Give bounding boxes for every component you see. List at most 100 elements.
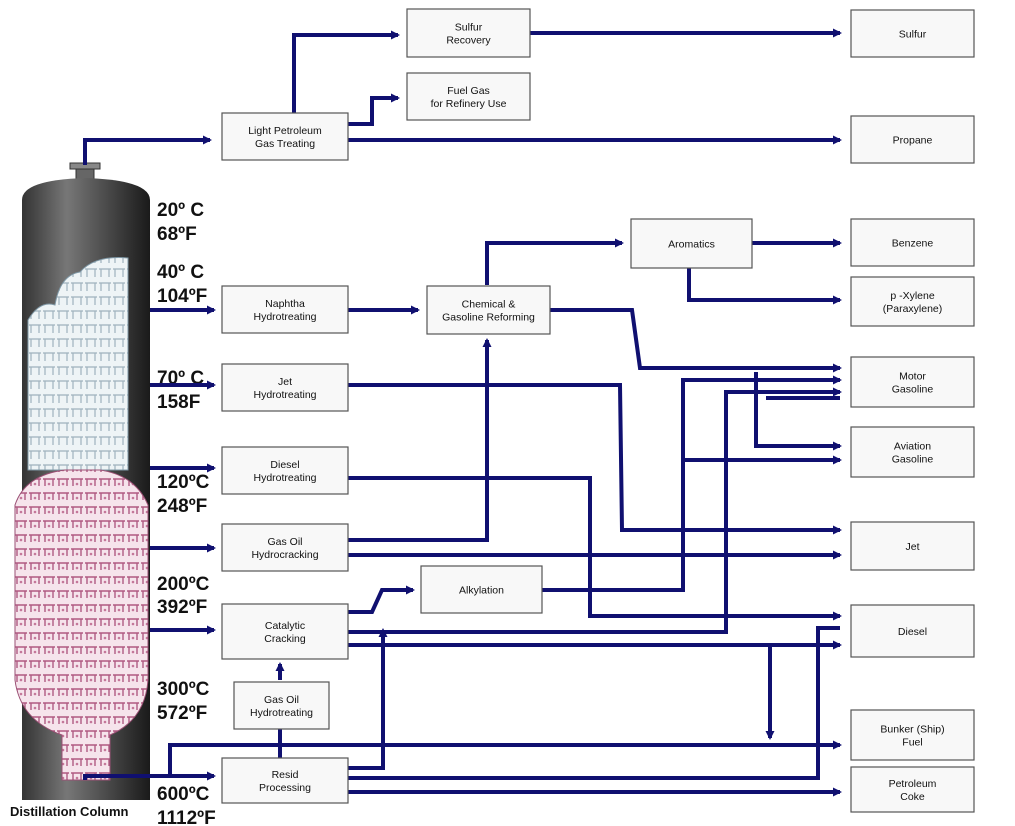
fuel-gas-box-label: for Refinery Use: [431, 98, 507, 110]
flow-line: [348, 338, 492, 542]
flow-line: [348, 476, 842, 621]
reforming-box: Chemical &Gasoline Reforming: [426, 285, 551, 335]
product-bunker-fuel-box-label: Bunker (Ship): [880, 724, 944, 736]
jet-hydrotreating-box-label: Hydrotreating: [253, 389, 316, 401]
gasoil-hydrotreating-box-label: Gas Oil: [264, 694, 299, 706]
temp-f: 68ºF: [157, 224, 197, 245]
product-sulfur-box: Sulfur: [850, 9, 975, 58]
product-diesel-box: Diesel: [850, 604, 975, 658]
reforming-box-frame: [426, 285, 551, 335]
sulfur-recovery-box-frame: [406, 8, 531, 58]
flow-line: [550, 308, 842, 373]
flow-line: [168, 740, 842, 776]
naphtha-hydrotreating-box-frame: [221, 285, 349, 334]
column-upper-trays: [27, 257, 129, 471]
flow-line: [348, 585, 415, 614]
naphtha-hydrotreating-box-label: Naphtha: [265, 298, 305, 310]
alkylation-box-frame: [420, 565, 543, 614]
product-aviation-gasoline-box-frame: [850, 426, 975, 478]
sulfur-recovery-box-label: Recovery: [446, 35, 491, 47]
product-jet-box-frame: [850, 521, 975, 571]
lpg-treating-box-label: Gas Treating: [255, 138, 315, 150]
flow-line: [542, 375, 842, 592]
product-petroleum-coke-box-label: Coke: [900, 791, 925, 803]
product-jet-box: Jet: [850, 521, 975, 571]
alkylation-box: Alkylation: [420, 565, 543, 614]
gasoil-hydrotreating-box-frame: [233, 681, 330, 730]
product-aviation-gasoline-box-label: Aviation: [894, 441, 931, 453]
flow-line: [348, 383, 842, 535]
product-jet-box-label: Jet: [905, 541, 919, 553]
diesel-hydrotreating-box-frame: [221, 446, 349, 495]
product-bunker-fuel-box-label: Fuel: [902, 737, 922, 749]
product-benzene-box-label: Benzene: [892, 238, 934, 250]
product-benzene-box-frame: [850, 218, 975, 267]
aromatics-box-frame: [630, 218, 753, 269]
product-sulfur-box-frame: [850, 9, 975, 58]
temp-c: 120ºC: [157, 472, 210, 493]
sulfur-recovery-box-label: Sulfur: [455, 22, 483, 34]
product-aviation-gasoline-box-label: Gasoline: [892, 454, 934, 466]
resid-processing-box-label: Resid: [272, 769, 299, 781]
product-motor-gasoline-box-label: Gasoline: [892, 384, 934, 396]
product-bunker-fuel-box-frame: [850, 709, 975, 761]
product-pxylene-box-label: p -Xylene: [890, 290, 935, 302]
temp-f: 248ºF: [157, 496, 207, 517]
reforming-box-label: Gasoline Reforming: [442, 312, 535, 324]
column-label: Distillation Column: [10, 804, 129, 819]
product-petroleum-coke-box-label: Petroleum: [889, 778, 937, 790]
product-motor-gasoline-box-label: Motor: [899, 371, 926, 383]
product-propane-box-frame: [850, 115, 975, 164]
product-diesel-box-frame: [850, 604, 975, 658]
flow-lines: [83, 28, 842, 797]
temp-f: 572ºF: [157, 703, 207, 724]
product-pxylene-box-frame: [850, 276, 975, 327]
product-sulfur-box-label: Sulfur: [899, 29, 927, 41]
flow-line: [348, 387, 842, 634]
catalytic-cracking-box-frame: [221, 603, 349, 660]
flow-line: [687, 268, 842, 305]
column-lower-trays: [14, 469, 149, 781]
diesel-hydrotreating-box-label: Diesel: [270, 459, 299, 471]
aromatics-box: Aromatics: [630, 218, 753, 269]
flow-line: [83, 135, 212, 165]
fuel-gas-box-frame: [406, 72, 531, 121]
product-diesel-box-label: Diesel: [898, 626, 927, 638]
flow-line: [348, 628, 388, 770]
product-pxylene-box-label: (Paraxylene): [883, 303, 943, 315]
gasoil-hydrocracking-box-frame: [221, 523, 349, 572]
temp-c: 200ºC: [157, 574, 210, 595]
gasoil-hydrocracking-box-label: Hydrocracking: [251, 549, 318, 561]
product-bunker-fuel-box: Bunker (Ship)Fuel: [850, 709, 975, 761]
flow-line: [292, 30, 400, 115]
flow-line: [754, 372, 842, 451]
temp-f: 158F: [157, 392, 200, 413]
flow-line: [348, 626, 840, 780]
flow-line: [485, 238, 624, 285]
temp-c: 20º C: [157, 200, 204, 221]
resid-processing-box-frame: [221, 757, 349, 804]
temp-c: 300ºC: [157, 679, 210, 700]
jet-hydrotreating-box-frame: [221, 363, 349, 412]
lpg-treating-box-label: Light Petroleum: [248, 125, 322, 137]
gasoil-hydrocracking-box-label: Gas Oil: [267, 536, 302, 548]
resid-processing-box-label: Processing: [259, 782, 311, 794]
flow-line: [348, 93, 400, 126]
jet-hydrotreating-box-label: Jet: [278, 376, 292, 388]
naphtha-hydrotreating-box-label: Hydrotreating: [253, 311, 316, 323]
product-propane-box-label: Propane: [893, 135, 933, 147]
